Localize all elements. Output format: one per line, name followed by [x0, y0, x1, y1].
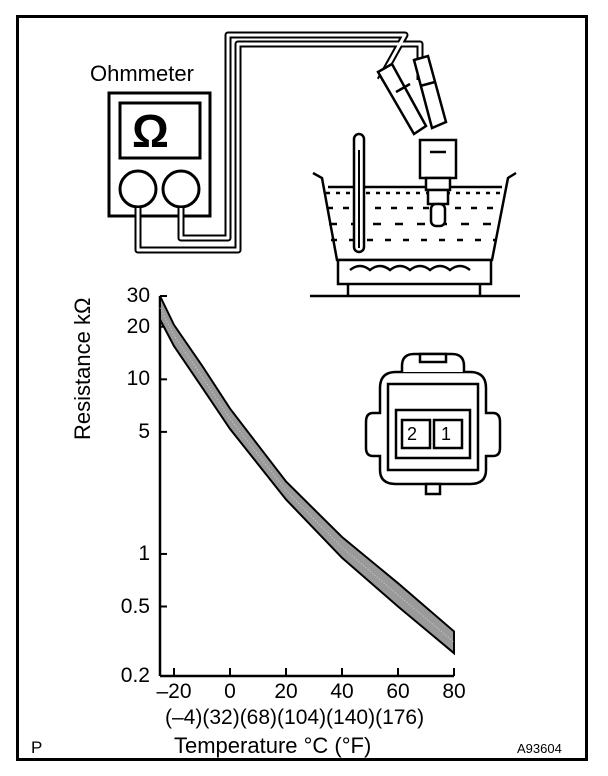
y-tick-label: 1 — [138, 541, 150, 565]
chart-axes — [158, 296, 454, 678]
x-tick-label: 40 — [330, 680, 354, 703]
x-tick-label: 0 — [224, 680, 236, 703]
figure-code: A93604 — [517, 741, 562, 756]
thermometer — [352, 132, 366, 254]
resistance-band-hatch — [159, 307, 455, 643]
y-tick-label: 10 — [126, 367, 150, 391]
probes — [376, 54, 448, 136]
y-tick-label: 0.2 — [120, 664, 150, 687]
y-tick-label: 30 — [126, 284, 150, 307]
ohm-symbol: Ω — [132, 105, 169, 157]
connector — [364, 352, 502, 496]
resistance-band — [159, 295, 455, 656]
x-tick-label: 20 — [274, 680, 298, 703]
connector-pin-2-label: 2 — [407, 424, 418, 444]
x-tick-label: 60 — [386, 680, 410, 703]
x-axis-label: Temperature °C (°F) — [174, 733, 372, 758]
connector-pin-1-label: 1 — [441, 424, 452, 444]
x-tick-label: –20 — [156, 680, 192, 703]
y-tick-label: 20 — [126, 314, 150, 338]
fahrenheit-ticks: (–4)(32)(68)(104)(140)(176) — [165, 706, 425, 729]
ohmmeter — [107, 91, 212, 218]
x-axis-ticks — [173, 668, 455, 676]
temperature-sensor — [418, 138, 458, 228]
y-axis-label: Resistance kΩ — [70, 297, 95, 440]
y-tick-label: 0.5 — [120, 594, 150, 618]
water-bath — [310, 171, 520, 298]
corner-mark: P — [31, 738, 43, 757]
y-tick-label: 5 — [138, 419, 150, 443]
ohmmeter-label: Ohmmeter — [90, 61, 194, 86]
x-tick-label: 80 — [442, 680, 466, 703]
figure-frame — [16, 15, 588, 761]
